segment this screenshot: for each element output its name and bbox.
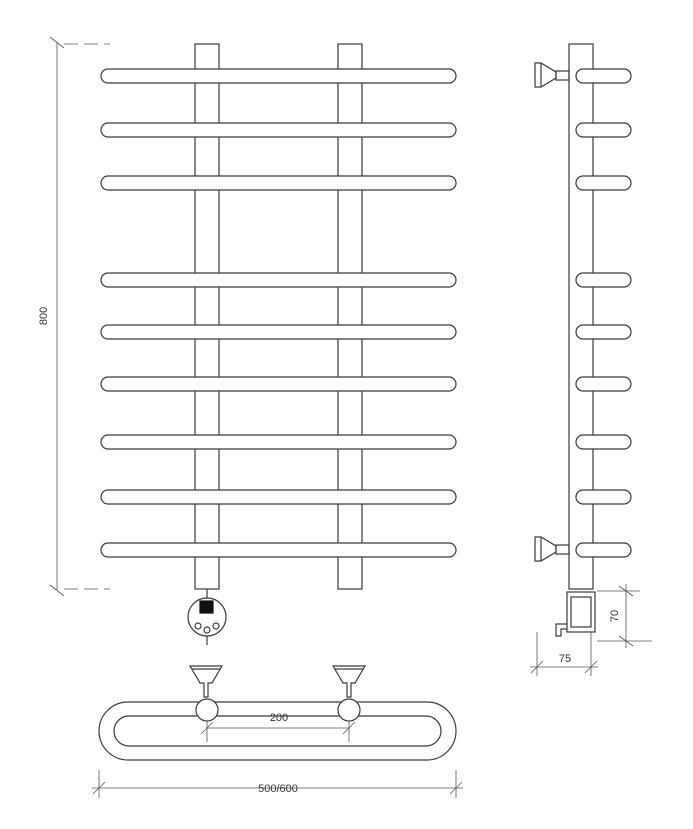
top-right-mount <box>331 665 367 722</box>
side-rail-8 <box>575 489 632 505</box>
rail-5 <box>100 324 457 340</box>
controller-button-left <box>194 622 202 630</box>
height-dimension-label: 800 <box>38 307 50 325</box>
width-dimension <box>92 770 463 798</box>
side-rail-7 <box>575 434 632 450</box>
rail-3 <box>100 175 457 191</box>
mount-spacing-label: 200 <box>270 712 288 724</box>
side-rail-6 <box>575 376 632 392</box>
top-left-mount <box>188 665 224 722</box>
right-vertical-post <box>337 43 363 590</box>
connector-height-label: 70 <box>609 610 621 622</box>
horizontal-rails <box>100 68 457 558</box>
front-view: 800 <box>38 36 457 645</box>
side-rail-9 <box>575 542 632 558</box>
side-rail-3 <box>575 175 632 191</box>
height-dimension <box>49 36 110 597</box>
side-rail-1 <box>575 68 632 84</box>
mount-spacing-dimension <box>200 721 356 742</box>
rail-7 <box>100 434 457 450</box>
side-vertical-tube <box>568 43 594 590</box>
controller-button-center <box>203 626 211 634</box>
connector-height-dimension <box>597 584 652 648</box>
controller-display-square <box>199 600 214 614</box>
lower-wall-bracket <box>534 536 570 562</box>
rail-1 <box>100 68 457 84</box>
side-rail-ends <box>575 68 632 558</box>
side-heater-connector <box>555 591 596 637</box>
controller-button-right <box>212 622 220 630</box>
depth-dimension-label: 75 <box>559 653 571 665</box>
side-rail-4 <box>575 272 632 288</box>
rail-4 <box>100 272 457 288</box>
side-view: 70 75 <box>530 43 652 676</box>
width-dimension-label: 500/600 <box>258 783 298 795</box>
top-rail-outer <box>98 701 457 761</box>
rail-8 <box>100 489 457 505</box>
side-rail-2 <box>575 122 632 138</box>
heater-controller <box>187 589 227 645</box>
top-rail-inner <box>113 715 442 747</box>
rail-9 <box>100 542 457 558</box>
rail-6 <box>100 376 457 392</box>
upper-wall-bracket <box>534 62 570 88</box>
depth-dimension <box>530 632 598 676</box>
side-rail-5 <box>575 324 632 340</box>
rail-2 <box>100 122 457 138</box>
top-view: 200 500/600 <box>92 665 463 798</box>
